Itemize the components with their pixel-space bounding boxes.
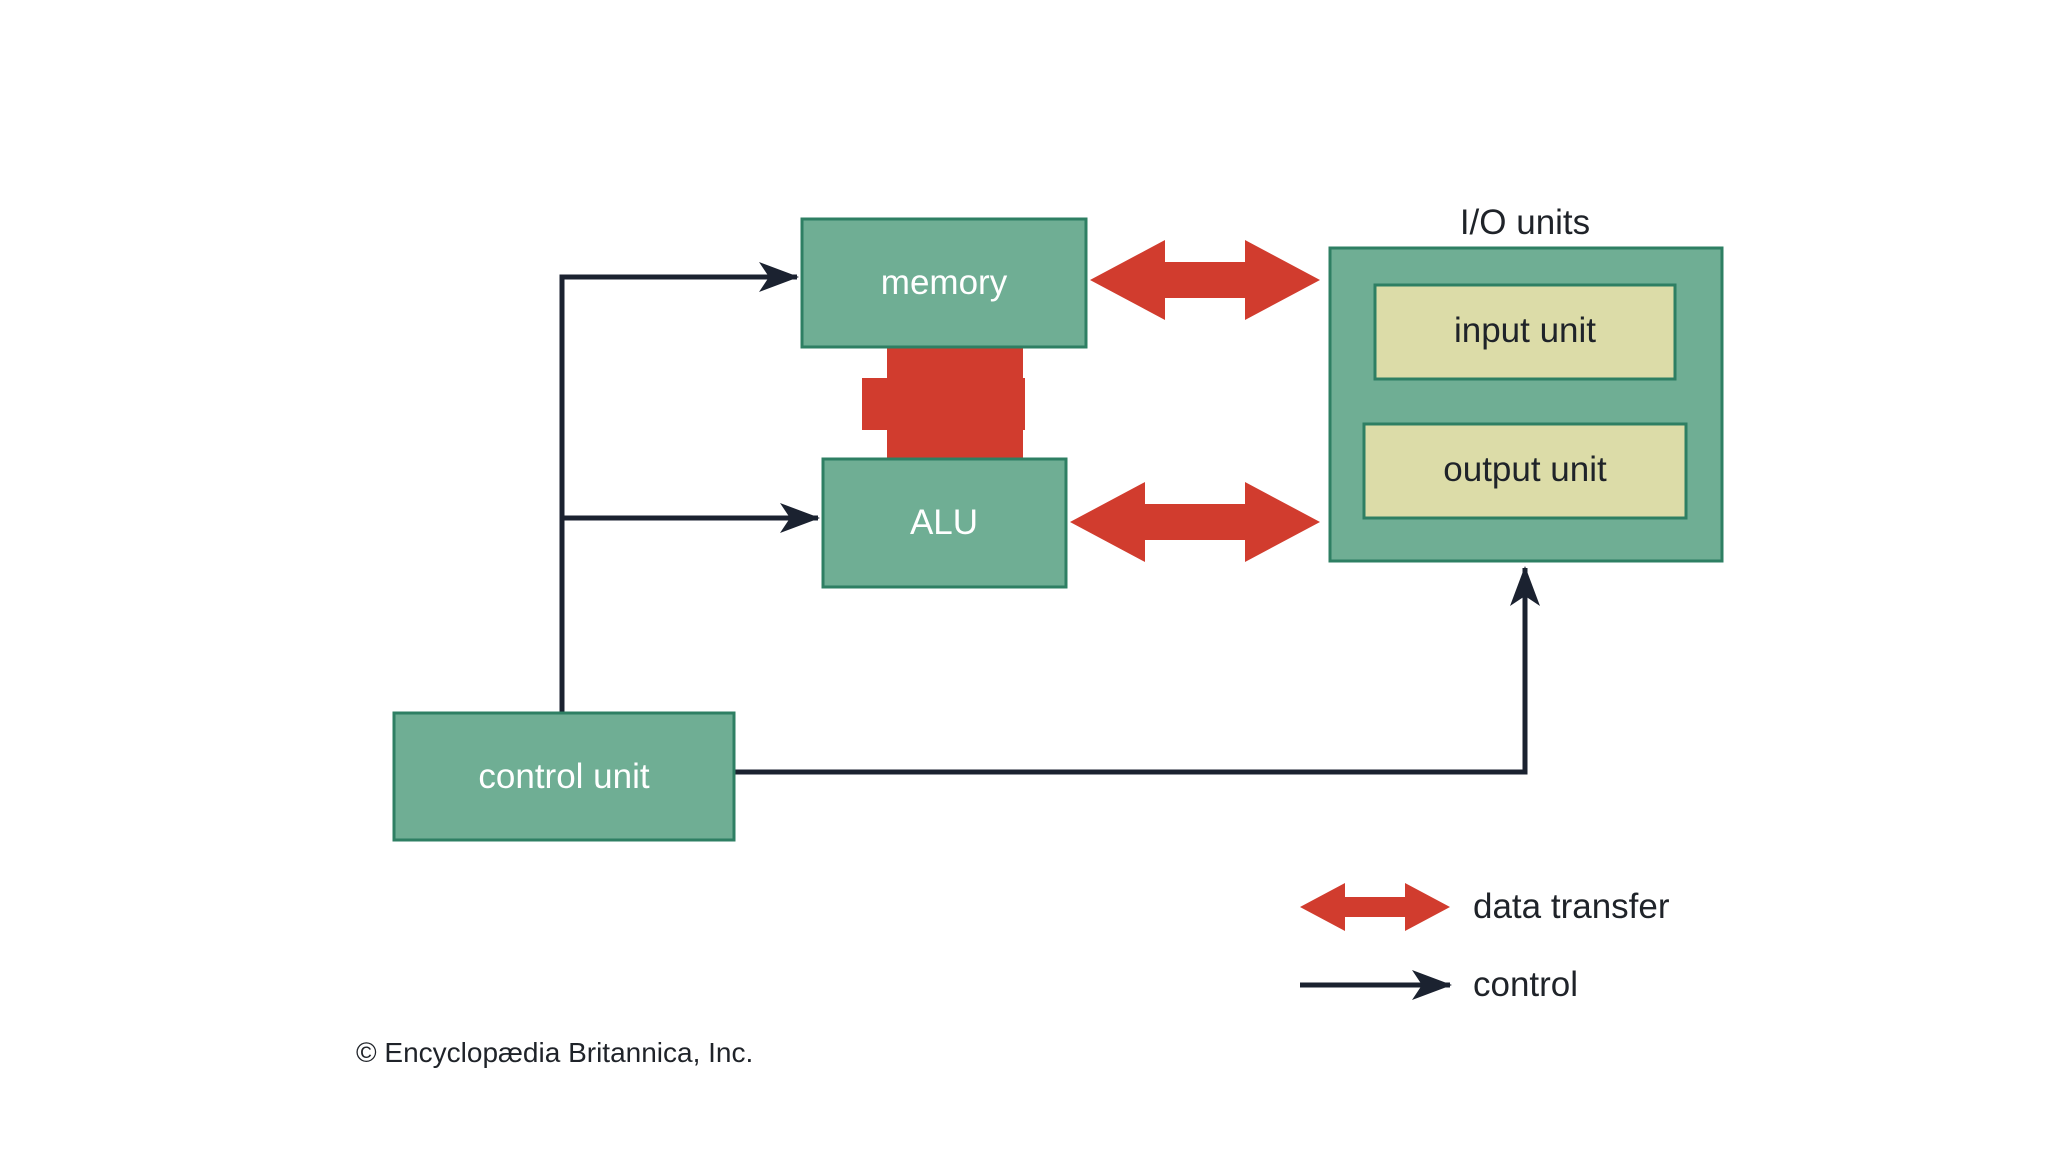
alu-block: ALU: [821, 457, 1068, 589]
legend-data-transfer-label: data transfer: [1473, 887, 1670, 926]
legend-control-label: control: [1473, 965, 1578, 1004]
io-units-title: I/O units: [1460, 203, 1590, 242]
control-lines: [559, 262, 1540, 775]
data-arrow-memory-io: [1090, 240, 1320, 320]
control-unit-block: control unit: [392, 711, 736, 842]
input-unit-block: input unit: [1373, 283, 1677, 381]
io-units-block: I/O units input unit output unit: [1328, 203, 1724, 563]
control-line-to-io: [732, 566, 1540, 775]
data-arrow-memory-alu: [862, 346, 1025, 460]
memory-block: memory: [800, 217, 1088, 349]
memory-label: memory: [881, 263, 1008, 302]
output-unit-label: output unit: [1443, 450, 1607, 489]
control-line-to-memory: [559, 262, 799, 712]
legend-data-transfer-arrow: [1300, 883, 1450, 931]
output-unit-block: output unit: [1362, 422, 1688, 520]
copyright-credit: © Encyclopædia Britannica, Inc.: [356, 1037, 753, 1068]
control-unit-label: control unit: [478, 757, 649, 796]
data-arrow-alu-io: [1070, 482, 1320, 562]
alu-label: ALU: [910, 503, 978, 542]
data-arrows: [862, 240, 1320, 562]
legend: data transfer control: [1300, 883, 1670, 1004]
input-unit-label: input unit: [1454, 311, 1596, 350]
